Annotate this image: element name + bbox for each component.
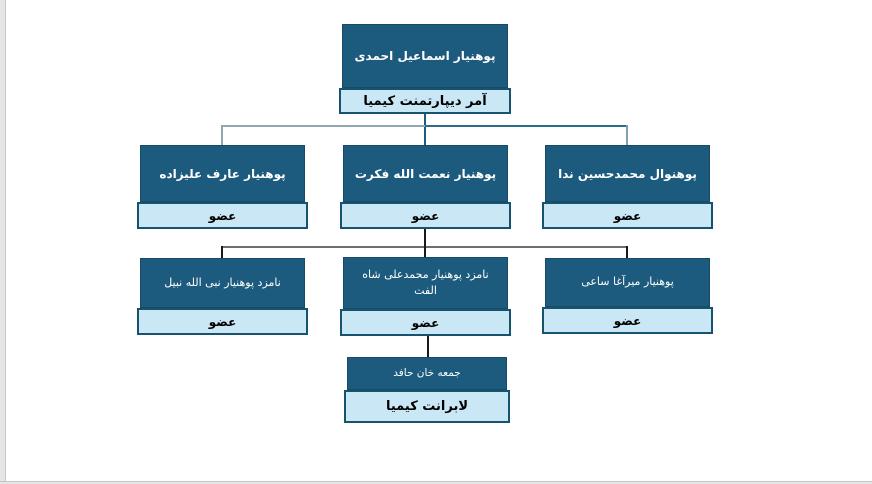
org-node-r3-left-title[interactable]: عضو	[137, 308, 308, 335]
org-node-r3-right-name[interactable]: پوهنیار میرآغا ساعی	[545, 258, 710, 307]
connector-mid-vertical	[424, 229, 426, 247]
connector-root-vertical	[424, 114, 426, 146]
connector-stub-row3-right	[626, 246, 628, 258]
page-edge-left	[0, 0, 6, 481]
org-node-r2-right-title[interactable]: عضو	[542, 202, 713, 229]
connector-stub-row3-mid	[424, 246, 426, 258]
org-node-r4-name[interactable]: جمعه خان حافد	[347, 357, 507, 390]
org-node-r2-right-name[interactable]: پوهنوال محمدحسین ندا	[545, 145, 710, 202]
page-edge-bottom	[0, 481, 872, 484]
org-node-r2-mid-title[interactable]: عضو	[340, 202, 511, 229]
connector-stub-row2-right	[626, 125, 628, 145]
org-node-root-title[interactable]: آمر دیپارتمنت کیمیا	[339, 88, 511, 114]
org-node-r2-left-title[interactable]: عضو	[137, 202, 308, 229]
org-node-r3-mid-name[interactable]: نامزد پوهنیار محمدعلی شاه الفت	[343, 257, 508, 309]
connector-root-horizontal-right	[425, 125, 627, 127]
org-node-r2-mid-name[interactable]: پوهنیار نعمت الله فکرت	[343, 145, 508, 202]
connector-root-horizontal-left	[222, 125, 425, 127]
org-node-r3-mid-title[interactable]: عضو	[340, 309, 511, 336]
org-node-r4-title[interactable]: لابرانت کیمیا	[344, 390, 510, 423]
connector-row4-vertical	[427, 335, 429, 357]
connector-stub-row2-left	[221, 125, 223, 145]
org-node-r3-right-title[interactable]: عضو	[542, 307, 713, 334]
connector-stub-row3-left	[221, 246, 223, 259]
org-node-r3-left-name[interactable]: نامزد پوهنیار نبی الله نبیل	[140, 258, 305, 308]
org-node-root-name[interactable]: پوهنیار اسماعیل احمدی	[342, 24, 508, 88]
org-node-r2-left-name[interactable]: پوهنیار عارف علیزاده	[140, 145, 305, 202]
